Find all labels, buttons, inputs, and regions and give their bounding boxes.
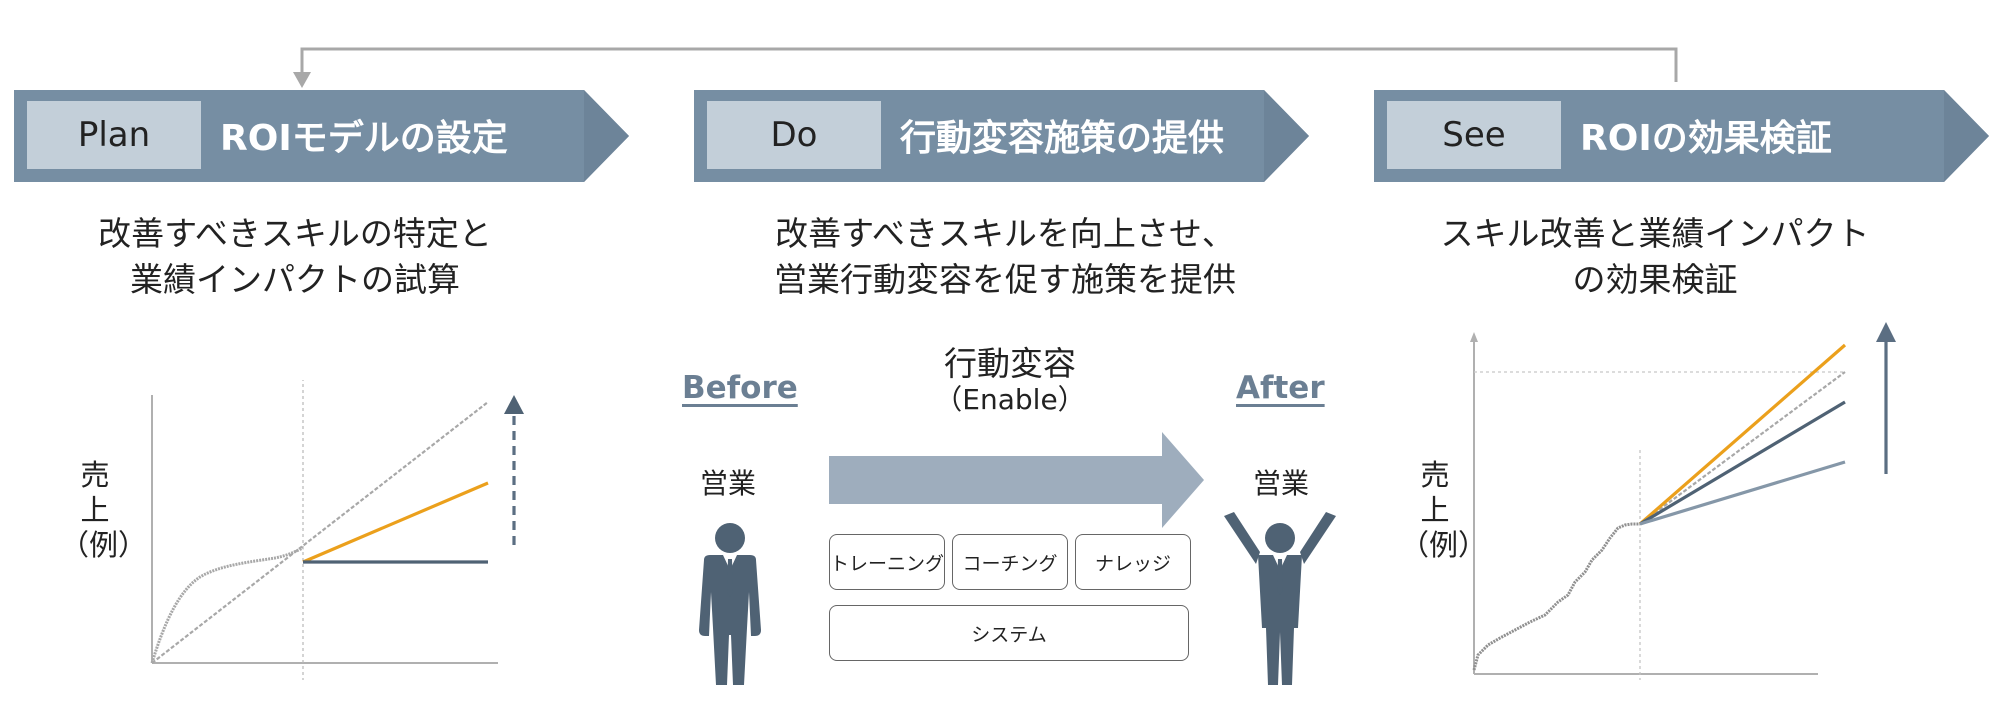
plan-chart-ylabel: 売 上 （例） — [60, 458, 148, 563]
see-description-line-2: の効果検証 — [1572, 260, 1738, 299]
plan-actual-curve — [150, 546, 304, 664]
see-line-dark — [1639, 400, 1846, 526]
see-chart — [1470, 322, 1896, 680]
see-description-line-1: スキル改善と業績インパクト — [1440, 214, 1870, 253]
see-description: スキル改善と業績インパクト の効果検証 — [1430, 211, 1880, 303]
feedback-loop-arrow — [293, 47, 1678, 88]
tool-coaching: コーチング — [952, 534, 1068, 590]
plan-target-trend — [151, 401, 489, 664]
do-label: Do — [707, 101, 881, 169]
tool-training: トレーニング — [829, 534, 945, 590]
change-subtitle: （Enable） — [934, 383, 1086, 416]
do-description-line-1: 改善すべきスキルを向上させ、 — [775, 214, 1235, 253]
before-heading: Before — [682, 370, 798, 406]
plan-description-line-2: 業績インパクトの試算 — [130, 260, 460, 299]
plan-uplift-arrowhead — [504, 395, 524, 414]
see-ylabel-2: 上 — [1420, 493, 1450, 527]
person-before-label: 営業 — [700, 467, 757, 500]
plan-ylabel-3: （例） — [60, 528, 148, 562]
do-description: 改善すべきスキルを向上させ、 営業行動変容を促す施策を提供 — [700, 211, 1310, 303]
plan-ylabel-1: 売 — [80, 458, 110, 492]
change-title: 行動変容 — [944, 344, 1076, 383]
see-actual-curve — [1472, 522, 1640, 671]
person-before-icon — [699, 523, 761, 685]
see-uplift-arrowhead — [1876, 322, 1896, 342]
plan-ylabel-2: 上 — [80, 493, 110, 527]
see-title: ROIの効果検証 — [1580, 118, 1832, 159]
plan-description-line-1: 改善すべきスキルの特定と — [98, 214, 492, 253]
see-label: See — [1387, 101, 1561, 169]
see-axes — [1470, 332, 1818, 675]
do-title: 行動変容施策の提供 — [900, 118, 1225, 159]
after-heading: After — [1236, 370, 1325, 406]
plan-description: 改善すべきスキルの特定と 業績インパクトの試算 — [70, 211, 520, 303]
tool-system: システム — [829, 605, 1189, 661]
see-line-light — [1639, 460, 1846, 526]
change-heading: 行動変容 （Enable） — [880, 345, 1140, 417]
enable-arrow — [829, 432, 1204, 528]
plan-chart — [150, 380, 524, 680]
tool-knowledge: ナレッジ — [1075, 534, 1191, 590]
plan-axes — [151, 395, 498, 664]
see-ylabel-1: 売 — [1420, 458, 1450, 492]
plan-improved-line — [302, 481, 489, 564]
see-target-trend — [1639, 371, 1846, 525]
person-after-icon — [1224, 512, 1336, 685]
do-description-line-2: 営業行動変容を促す施策を提供 — [774, 260, 1236, 299]
see-line-orange — [1638, 343, 1847, 526]
plan-title: ROIモデルの設定 — [220, 118, 508, 159]
plan-label: Plan — [27, 101, 201, 169]
person-after-label: 営業 — [1253, 467, 1310, 500]
